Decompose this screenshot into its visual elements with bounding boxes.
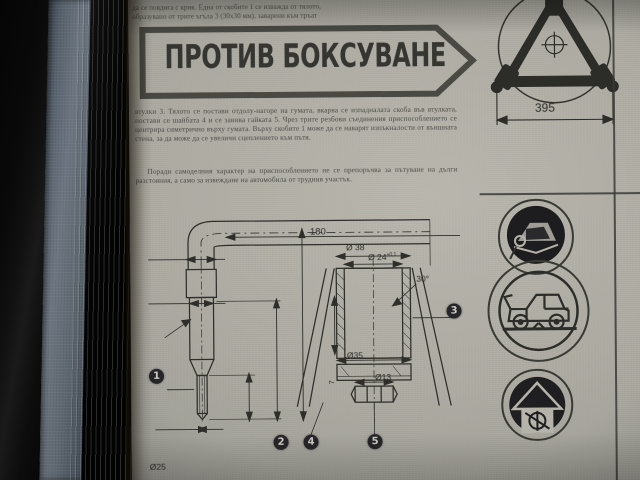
label-length-180: 180: [309, 226, 326, 238]
label-dia-38: Ø 38: [345, 242, 365, 253]
triangle-dimension-395: 395: [534, 100, 556, 115]
label-dia-24-plus: Ø 24: [368, 252, 387, 263]
bottom-shadow: [131, 431, 640, 480]
page-title: ПРОТИВ БОКСУВАНЕ: [164, 35, 446, 77]
label-angle-right-30: 30°: [416, 273, 430, 284]
body-paragraph-2: Поради самоделния характер на приспособл…: [135, 165, 458, 186]
house-emblem-icon: [499, 367, 576, 444]
figure-technical-drawing: Ø25 Ø24-0,1 -0,6 30° M12 35 100 148 180 …: [130, 205, 512, 476]
label-dia-35: Ø35: [346, 350, 363, 361]
printed-page: да се повдига с крик. Една от скобите 1 …: [128, 0, 640, 480]
gutter-shadow: [126, 0, 152, 480]
label-dia-13: Ø13: [375, 371, 392, 383]
top-shadow: [128, 0, 640, 37]
body-paragraph-1: втулки 3. Тялото се постави отдолу-нагор…: [134, 105, 458, 144]
car-with-open-hood-icon: [486, 258, 591, 363]
label-dia-24-plus-tol: +0,1: [386, 252, 397, 259]
tow-truck-icon: [496, 197, 577, 278]
label-thickness-7: 7: [327, 380, 337, 385]
callout-balloon-3: 3: [446, 303, 462, 319]
